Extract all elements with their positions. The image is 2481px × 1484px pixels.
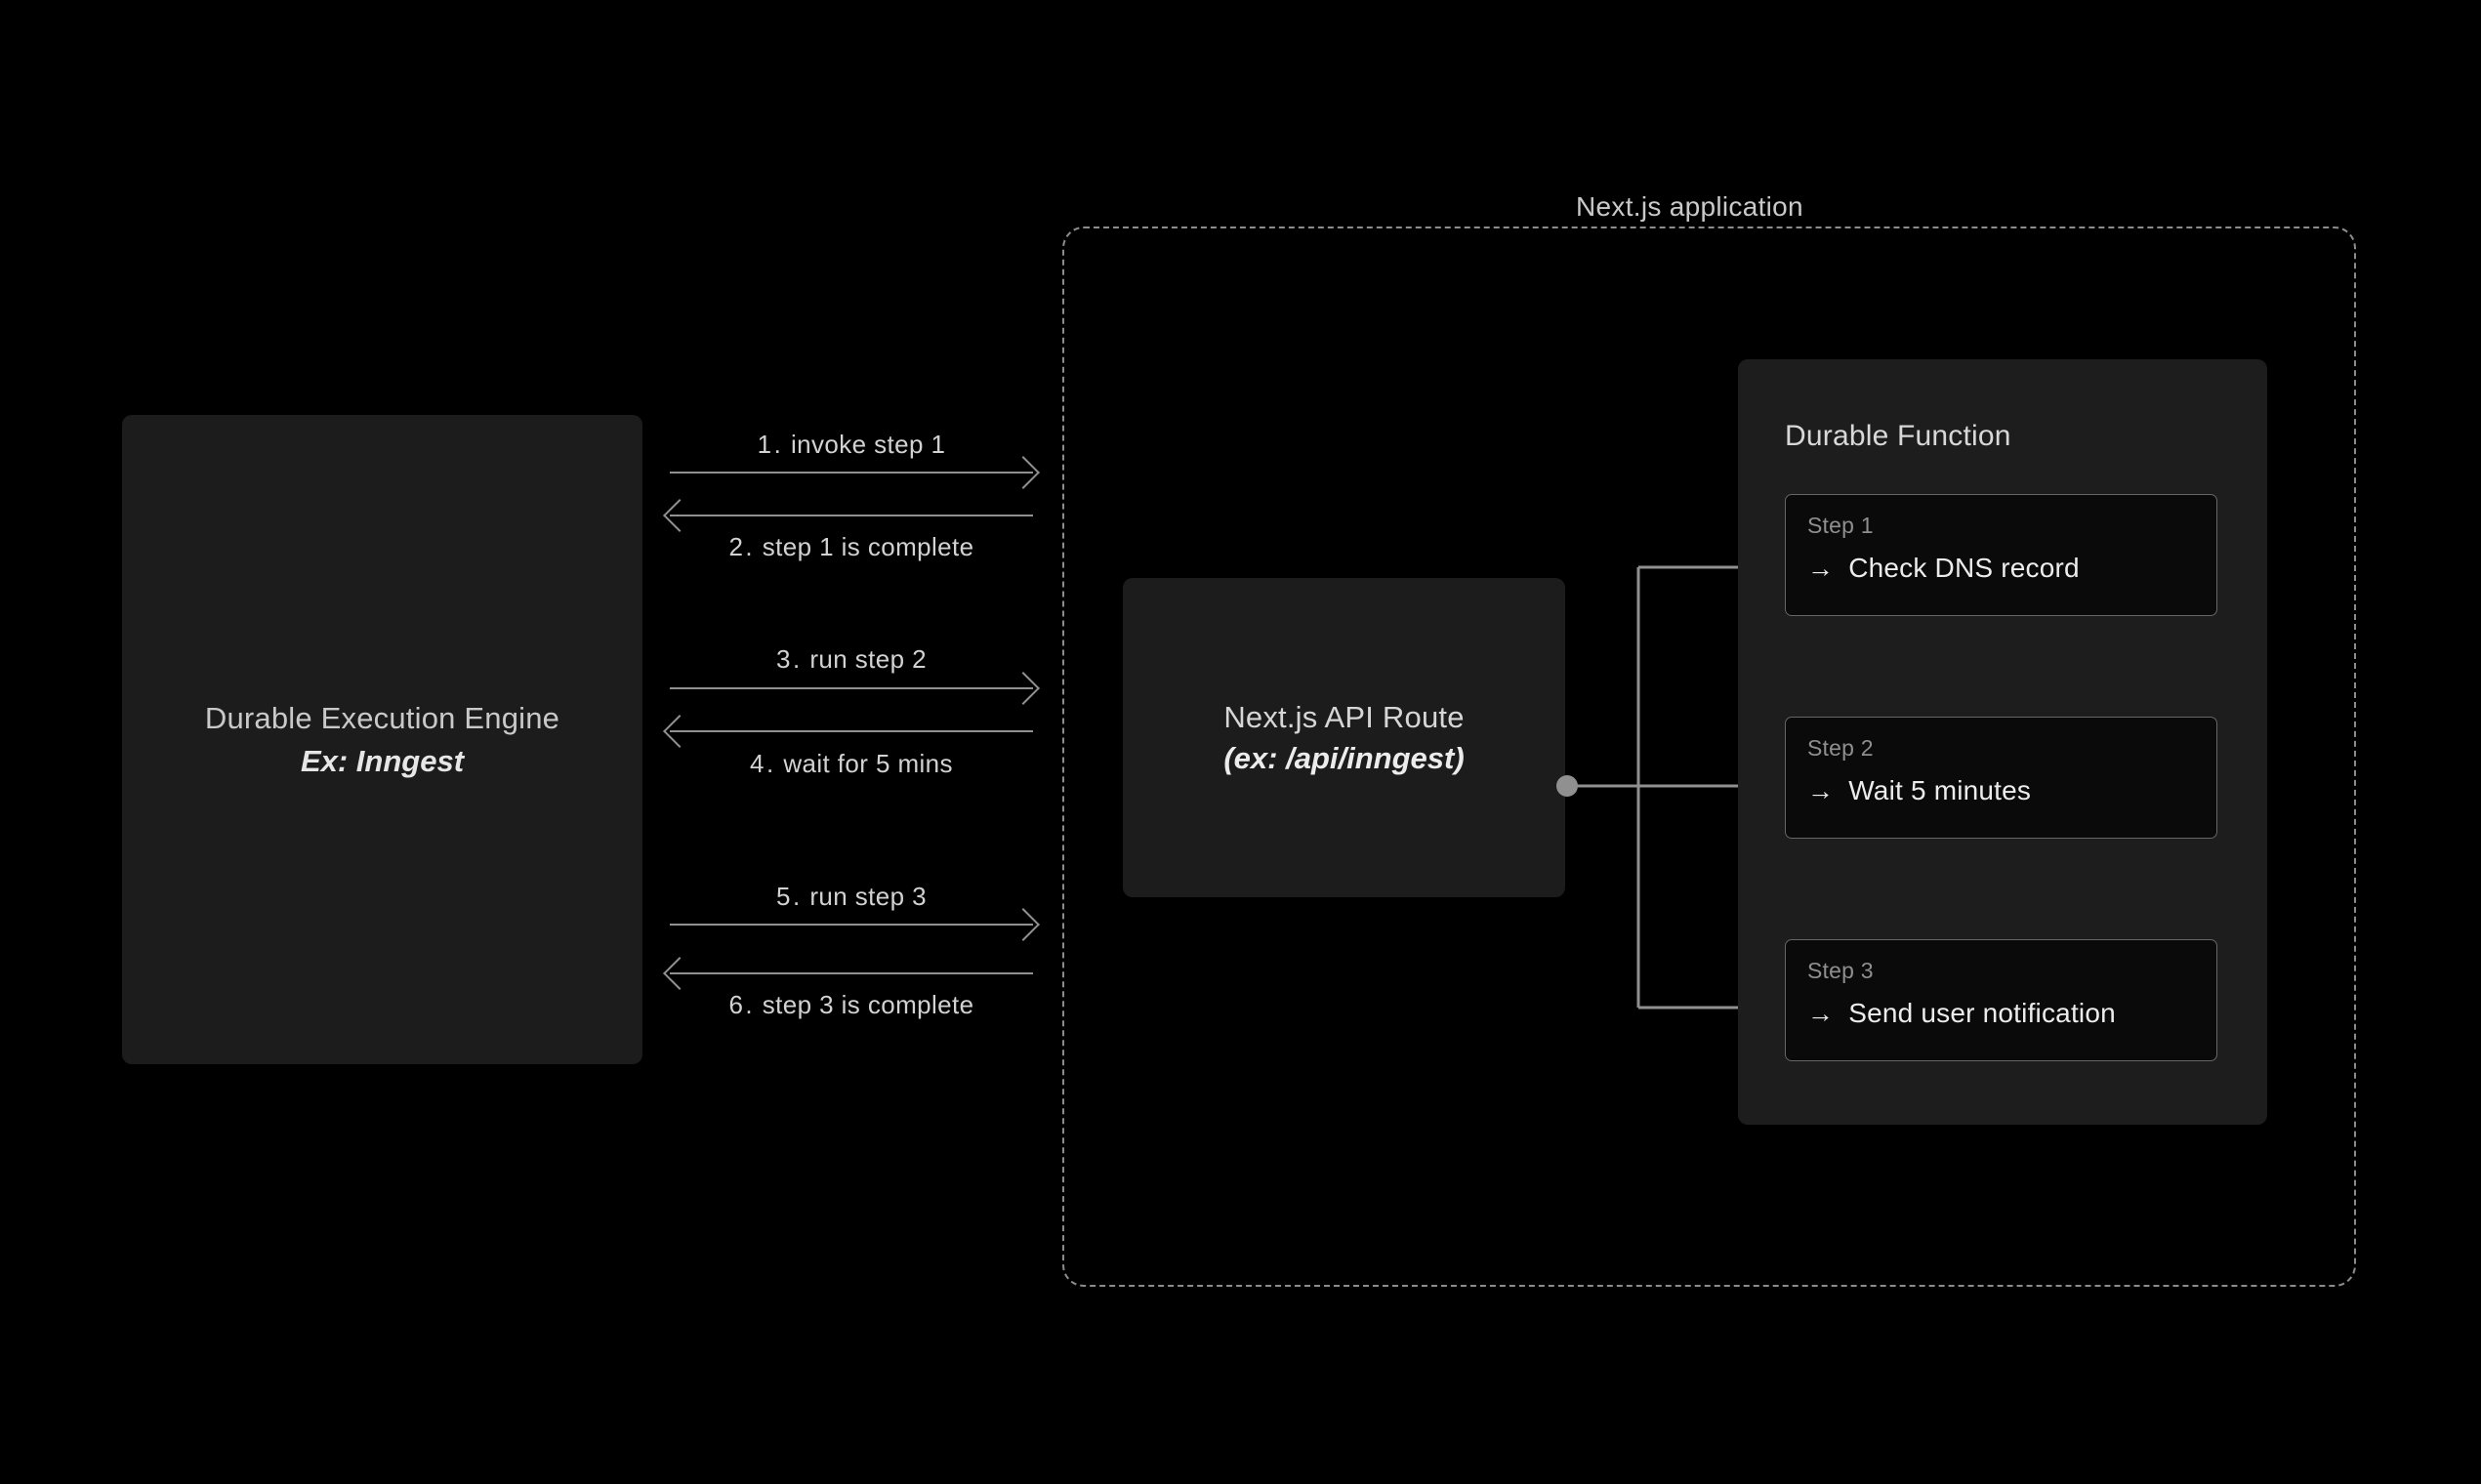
step-card-1[interactable]: Step 1 → Check DNS record — [1785, 494, 2217, 616]
exchange-arrow-1 — [670, 456, 1040, 489]
step-1-action-text: Check DNS record — [1848, 553, 2080, 583]
exchange-number-1: 1. — [757, 430, 784, 459]
nextjs-api-route-box: Next.js API Route (ex: /api/inngest) — [1123, 578, 1565, 897]
arrow-line — [670, 972, 1033, 974]
exchange-label-1: 1. invoke step 1 — [670, 430, 1033, 460]
exchange-number-4: 4. — [750, 749, 776, 778]
exchange-text-3: run step 2 — [809, 644, 927, 674]
arrow-line — [670, 730, 1033, 732]
api-route-title: Next.js API Route — [1223, 699, 1465, 734]
exchange-text-1: invoke step 1 — [790, 430, 946, 459]
exchange-text-6: step 3 is complete — [762, 990, 974, 1019]
step-3-number: Step 3 — [1807, 958, 1874, 983]
step-1-action: → Check DNS record — [1807, 553, 2195, 584]
arrow-head-left-icon — [663, 499, 696, 532]
arrow-right-icon: → — [1807, 998, 1835, 1028]
exchange-number-6: 6. — [728, 990, 756, 1019]
exchange-text-2: step 1 is complete — [762, 532, 974, 561]
nextjs-application-container — [1062, 227, 2356, 1287]
step-card-2[interactable]: Step 2 → Wait 5 minutes — [1785, 717, 2217, 839]
arrow-right-icon: → — [1807, 553, 1835, 583]
exchange-label-2: 2. step 1 is complete — [670, 532, 1033, 562]
arrow-line — [670, 687, 1033, 689]
api-route-subtitle: (ex: /api/inngest) — [1223, 740, 1465, 775]
durable-function-title: Durable Function — [1785, 420, 2011, 452]
exchange-text-5: run step 3 — [809, 882, 927, 911]
step-card-3[interactable]: Step 3 → Send user notification — [1785, 939, 2217, 1061]
arrow-line — [670, 924, 1033, 926]
arrow-head-right-icon — [1007, 456, 1040, 489]
durable-execution-engine-box: Durable Execution Engine Ex: Inngest — [122, 415, 642, 1064]
exchange-arrow-4 — [663, 715, 1033, 748]
exchange-label-6: 6. step 3 is complete — [670, 990, 1033, 1020]
arrow-right-icon: → — [1807, 775, 1835, 805]
engine-title: Durable Execution Engine — [204, 700, 560, 735]
exchange-arrow-6 — [663, 957, 1033, 990]
step-2-action-text: Wait 5 minutes — [1848, 775, 2032, 805]
exchange-number-3: 3. — [776, 644, 803, 674]
exchange-label-4: 4. wait for 5 mins — [670, 749, 1033, 779]
exchange-arrow-3 — [670, 672, 1040, 705]
exchange-text-4: wait for 5 mins — [783, 749, 953, 778]
engine-subtitle: Ex: Inngest — [300, 743, 465, 778]
step-3-action: → Send user notification — [1807, 998, 2195, 1029]
step-2-action: → Wait 5 minutes — [1807, 775, 2195, 806]
exchange-label-5: 5. run step 3 — [670, 882, 1033, 912]
step-2-number: Step 2 — [1807, 735, 1874, 761]
step-1-number: Step 1 — [1807, 513, 1874, 538]
arrow-line — [670, 472, 1033, 474]
durable-function-panel: Durable Function Step 1 → Check DNS reco… — [1738, 359, 2267, 1125]
nextjs-application-title: Next.js application — [1560, 191, 1819, 223]
exchange-arrow-5 — [670, 908, 1040, 941]
arrow-head-right-icon — [1007, 908, 1040, 941]
exchange-number-2: 2. — [728, 532, 756, 561]
step-3-action-text: Send user notification — [1848, 998, 2116, 1028]
arrow-head-left-icon — [663, 715, 696, 748]
arrow-head-left-icon — [663, 957, 696, 990]
exchange-label-3: 3. run step 2 — [670, 644, 1033, 675]
exchange-number-5: 5. — [776, 882, 803, 911]
arrow-line — [670, 515, 1033, 516]
arrow-head-right-icon — [1007, 672, 1040, 705]
